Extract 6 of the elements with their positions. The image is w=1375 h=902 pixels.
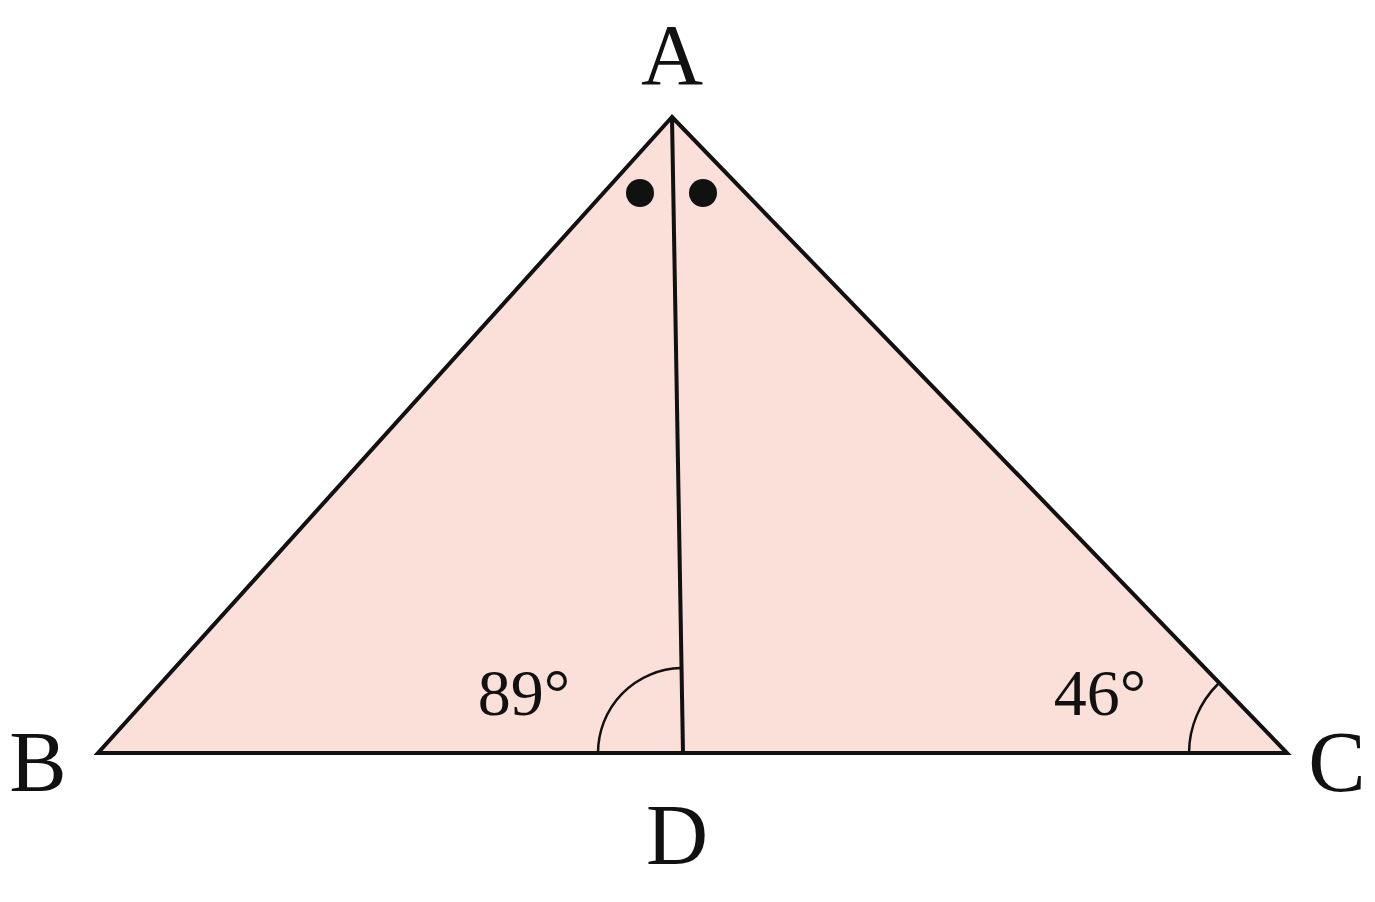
angle-label: 46° — [1053, 660, 1147, 726]
vertex-label: D — [645, 792, 709, 878]
angle-label: 89° — [477, 660, 571, 726]
vertex-label: C — [1308, 719, 1366, 805]
vertex-label: A — [640, 12, 704, 98]
vertex-label: B — [9, 719, 67, 805]
